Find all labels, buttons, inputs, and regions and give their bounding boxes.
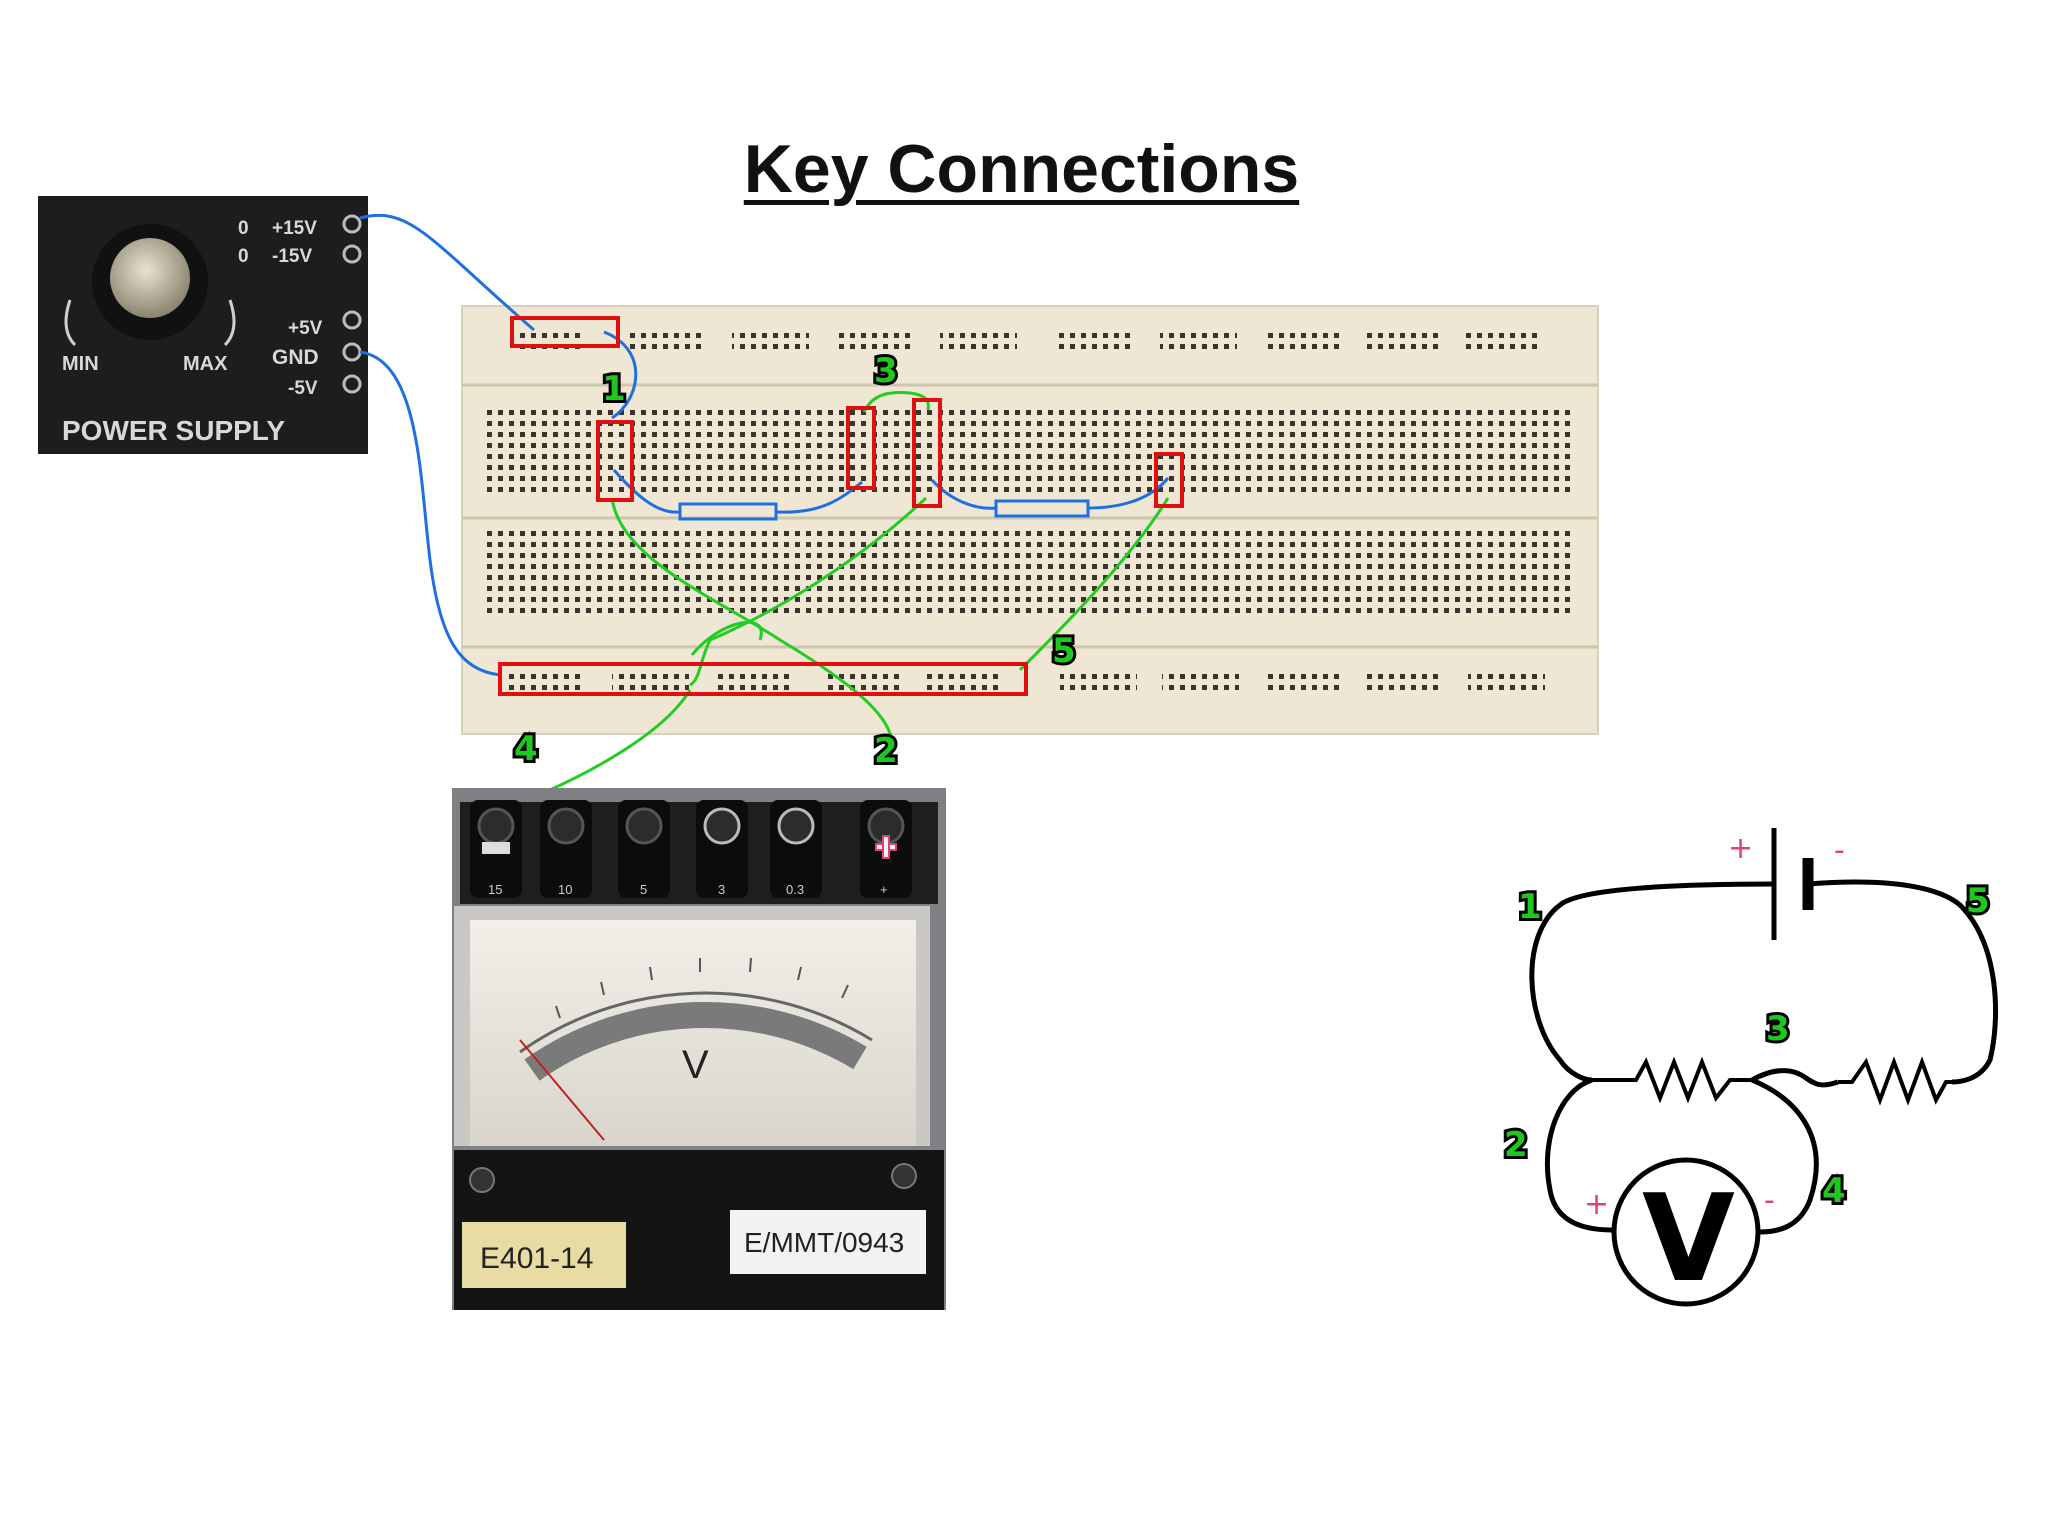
terminal-5[interactable] [696,800,748,898]
terminal-label-plus15v: +15V [272,218,317,239]
wire-node3b-to-resistor2[interactable] [930,478,997,510]
schematic-label-2: 2 [1504,1125,1528,1165]
power-knob[interactable] [110,238,190,318]
wire-node2-to-meter-plus[interactable] [610,497,894,761]
wire-resistor2-to-node5[interactable] [1087,477,1170,510]
schematic-meter-symbol: V [1642,1170,1735,1309]
power-supply-panel: MIN MAX POWER SUPPLY 0 0 +15V -15V +5V G… [38,196,368,454]
connection-label-4: 4 [514,729,538,769]
meter-minus-sign: - [1764,1183,1775,1218]
terminal-label-minus5v: -5V [288,378,318,399]
terminal-label-minus15v: -15V [272,246,312,267]
breadboard-upper-strip [484,410,1576,498]
connection-label-3: 3 [874,351,898,391]
terminal-plus15v[interactable] [342,214,362,234]
terminal-plus[interactable] [860,800,912,898]
screw-left [469,1167,495,1193]
page-title: Key Connections [743,131,1300,207]
terminal-minus15v[interactable] [342,244,362,264]
screw-right [891,1163,917,1189]
voltmeter: 15 10 5 3 0.3 + V E401-14 E/MMT/ [452,788,946,1310]
wire-node5-to-rail[interactable] [1018,497,1170,672]
connection-label-1: 1 [602,369,626,409]
meter-tag-right-text: E/MMT/0943 [744,1227,904,1258]
wire-gnd-to-bottom-rail[interactable] [359,350,501,677]
terminal-minus[interactable] [470,800,522,898]
schematic-wire-3 [1750,1068,1839,1088]
highlight-node1 [596,420,634,502]
terminal-label-15: 15 [488,882,502,897]
meter-tag-right [730,1210,926,1274]
schematic-resistor-1 [1592,1056,1752,1104]
terminal-15[interactable] [540,800,592,898]
terminal-10[interactable] [618,800,670,898]
breadboard [461,305,1599,735]
highlight-top-rail [510,316,620,348]
meter-terminals: 15 10 5 3 0.3 + [470,800,912,898]
meter-tick-marks [555,957,849,1019]
meter-tag-left [462,1222,626,1288]
wire-plus15v-to-rail[interactable] [359,213,535,332]
battery-minus-sign: - [1834,833,1845,868]
wire-crossover[interactable] [690,620,763,656]
meter-plus-sign: + [1584,1187,1609,1222]
meter-dial-face [470,920,916,1146]
connection-label-2: 2 [874,731,898,771]
schematic [1529,828,1999,1307]
schematic-voltmeter [1611,1157,1761,1307]
zero-mark-1: 0 [238,218,249,239]
schematic-label-3: 3 [1766,1009,1790,1049]
meter-scale-arc [524,1001,867,1081]
wire-node1-to-resistor1[interactable] [612,469,681,514]
meter-dial-symbol: V [682,1043,709,1087]
breadboard-lower-strip [484,530,1576,618]
terminal-label-10: 10 [558,882,572,897]
terminal-label-plus5v: +5V [288,318,323,339]
knob-min-label: MIN [62,353,99,375]
resistor-1[interactable] [678,502,778,521]
terminal-label-3: 3 [718,882,725,897]
terminal-plus5v[interactable] [342,310,362,330]
schematic-wire-2 [1544,1077,1613,1233]
terminal-label-5: 5 [640,882,647,897]
jumper-node3[interactable] [862,390,930,413]
schematic-wire-1 [1529,881,1775,1083]
schematic-resistor-2 [1838,1056,1952,1106]
blue-wires [359,213,1170,677]
breadboard-bottom-rail [506,670,1545,692]
highlight-node5 [1154,452,1184,508]
highlight-node3a [846,406,876,490]
wire-node4-branch[interactable] [689,496,928,687]
breadboard-top-rail [520,330,1539,352]
power-supply-label: POWER SUPPLY [62,415,285,446]
terminal-label-0-3: 0.3 [786,882,804,897]
knob-max-label: MAX [183,353,228,375]
meter-tag-left-text: E401-14 [480,1242,593,1275]
terminal-minus5v[interactable] [342,374,362,394]
connection-label-5: 5 [1052,631,1076,671]
schematic-label-1: 1 [1518,887,1542,927]
terminal-label-plus: + [880,882,888,897]
schematic-wire-5 [1807,879,1999,1085]
schematic-label-5: 5 [1966,881,1990,921]
highlight-node3b [912,398,942,508]
terminal-3[interactable] [770,800,822,898]
highlight-boxes [498,316,1184,696]
zero-mark-2: 0 [238,246,249,267]
schematic-wire-4 [1751,1077,1819,1235]
highlight-bottom-rail [498,662,1028,696]
battery-plus-sign: + [1728,831,1753,866]
terminal-label-gnd: GND [272,346,319,369]
meter-needle [519,1039,605,1141]
schematic-label-4: 4 [1822,1171,1846,1211]
